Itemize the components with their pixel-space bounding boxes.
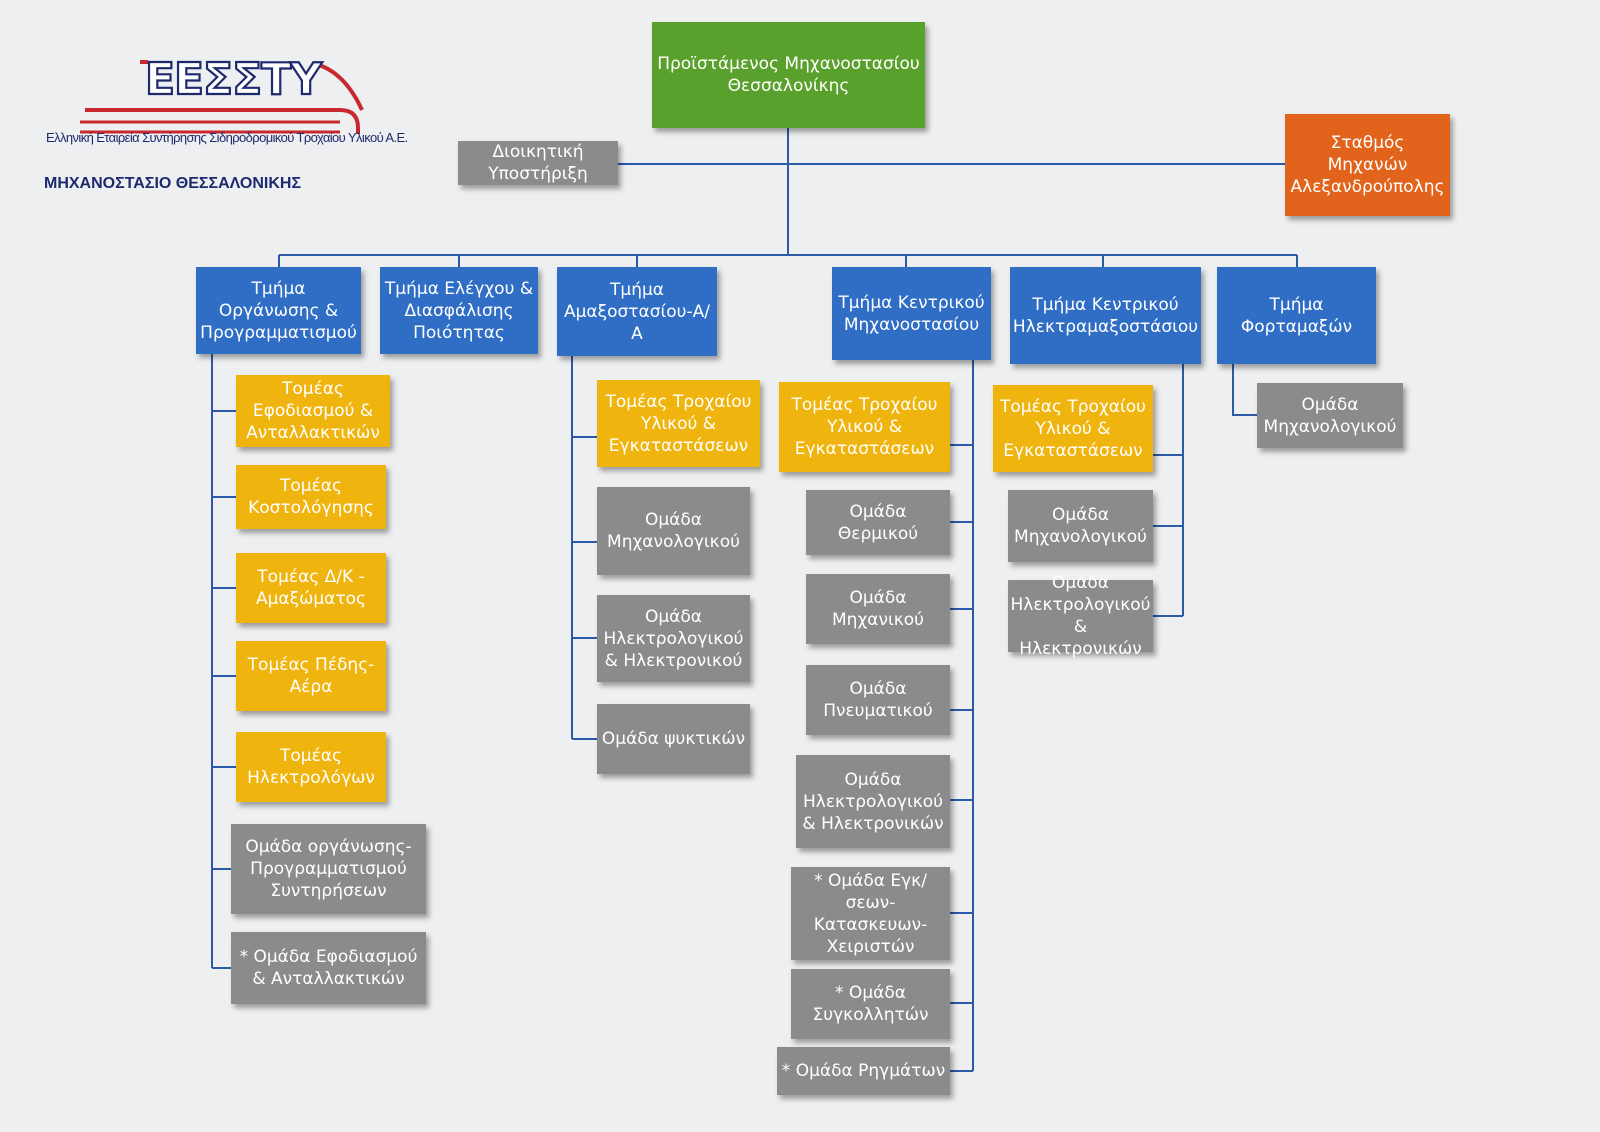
node-dept-freight: Τμήμα Φορταμαξών	[1217, 267, 1376, 364]
node-group-refrigeration: Ομάδα ψυκτικών	[597, 704, 750, 774]
node-group-mechanical-freight: Ομάδα Μηχανολογικού	[1257, 383, 1403, 448]
connector-d1-tree	[211, 354, 236, 969]
node-head-label: Προϊστάμενος Μηχανοστασίου Θεσσαλονίκης	[657, 54, 920, 96]
company-logo: ΕΕΣΣΤΥ	[80, 53, 364, 134]
node-group-maintenance-planning: Ομάδα οργάνωσης-Προγραμματισμού Συντηρήσ…	[231, 824, 426, 914]
node-station-label: Σταθμός Μηχανών Αλεξανδρούπολης	[1290, 133, 1445, 197]
node-sector-rolling-stock-aa: Τομέας Τροχαίου Υλικού & Εγκαταστάσεων	[597, 380, 760, 467]
node-station: Σταθμός Μηχανών Αλεξανδρούπολης	[1285, 114, 1450, 216]
node-sector-costing: Τομέας Κοστολόγησης	[236, 465, 386, 529]
node-group-mechanical-emu: Ομάδα Μηχανολογικού	[1008, 490, 1153, 562]
node-sector-brakes: Τομέας Πέδης-Αέρα	[236, 641, 386, 711]
connector-d3-tree	[571, 356, 597, 740]
svg-text:ΕΕΣΣΤΥ: ΕΕΣΣΤΥ	[145, 54, 323, 105]
node-head: Προϊστάμενος Μηχανοστασίου Θεσσαλονίκης	[652, 22, 925, 128]
connector-d6-tree	[1232, 364, 1257, 416]
train-logo-icon: ΕΕΣΣΤΥ	[80, 53, 364, 134]
node-admin-label: Διοικητική Υποστήριξη	[488, 142, 588, 184]
node-dept-central-emu: Τμήμα Κεντρικού Ηλεκτραμαξοστάσιου	[1010, 267, 1201, 364]
node-group-cracks: * Ομάδα Ρηγμάτων	[777, 1047, 950, 1095]
node-group-mechanics: Ομάδα Μηχανικού	[806, 574, 950, 644]
node-group-welders: * Ομάδα Συγκολλητών	[791, 969, 950, 1039]
node-sector-rolling-stock-central: Τομέας Τροχαίου Υλικού & Εγκαταστάσεων	[779, 382, 950, 472]
page-title: ΜΗΧΑΝΟΣΤΑΣΙΟ ΘΕΣΣΑΛΟΝΙΚΗΣ	[44, 175, 302, 192]
node-group-thermal: Ομάδα Θερμικού	[806, 490, 950, 555]
node-dept-carriage: Τμήμα Αμαξοστασίου-Α/Α	[557, 267, 717, 356]
company-name: Ελληνική Εταιρεία Συντήρησης Σιδηροδρομι…	[46, 130, 408, 145]
node-group-electrical-central: Ομάδα Ηλεκτρολογικού & Ηλεκτρονικών	[796, 755, 950, 848]
connector-d5-tree	[1153, 364, 1184, 617]
node-group-mechanical-aa: Ομάδα Μηχανολογικού	[597, 487, 750, 575]
node-admin-support: Διοικητική Υποστήριξη	[458, 141, 618, 185]
node-group-supplies: * Ομάδα Εφοδιασμού & Ανταλλακτικών	[231, 932, 426, 1004]
node-dept-quality: Τμήμα Ελέγχου & Διασφάλισης Ποιότητας	[380, 267, 538, 354]
connector-d4-tree	[950, 360, 974, 1072]
node-group-electrical-aa: Ομάδα Ηλεκτρολογικού & Ηλεκτρονικού	[597, 595, 750, 682]
node-sector-supplies: Τομέας Εφοδιασμού & Ανταλλακτικών	[236, 375, 390, 447]
node-sector-body: Τομέας Δ/Κ - Αμαξώματος	[236, 553, 386, 623]
node-group-installations: * Ομάδα Εγκ/σεων-Κατασκευων-Χειριστών	[791, 867, 950, 960]
node-group-pneumatics: Ομάδα Πνευματικού	[806, 665, 950, 735]
node-dept-central-depot: Τμήμα Κεντρικού Μηχανοστασίου	[832, 267, 991, 360]
node-sector-electricians: Τομέας Ηλεκτρολόγων	[236, 732, 386, 802]
node-group-electrical-emu: Ομάδα Ηλεκτρολογικού & Ηλεκτρονικών	[1008, 573, 1153, 659]
node-dept-organization: Τμήμα Οργάνωσης & Προγραμματισμού	[196, 267, 361, 354]
node-sector-rolling-stock-emu: Τομέας Τροχαίου Υλικού & Εγκαταστάσεων	[993, 385, 1153, 472]
